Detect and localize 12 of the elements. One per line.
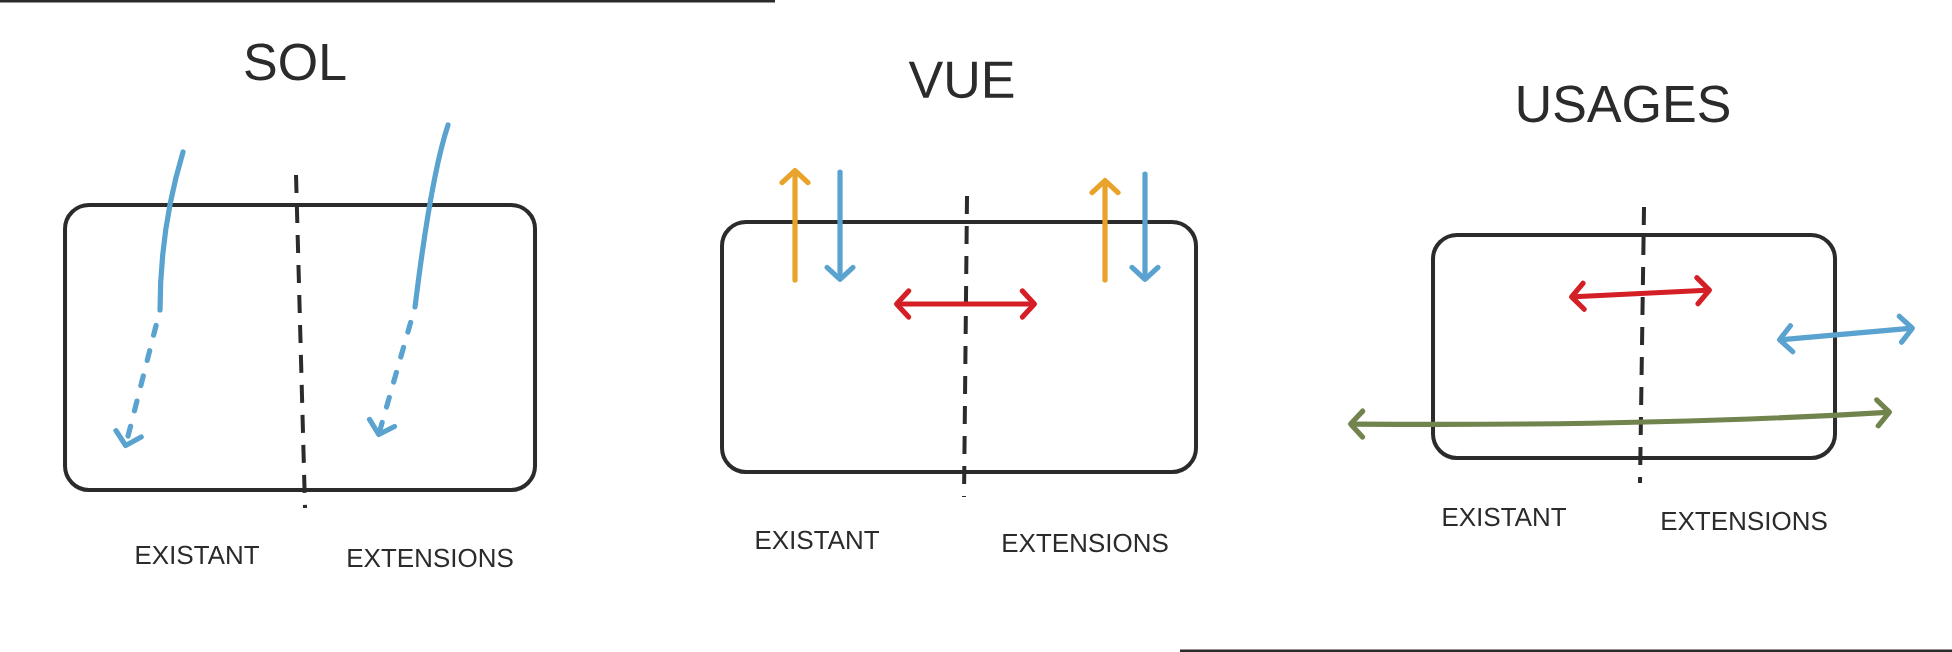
arrow xyxy=(824,169,856,282)
double-arrow xyxy=(1569,275,1712,312)
arrow xyxy=(1089,178,1121,283)
heading: VUE xyxy=(908,61,1014,99)
heading: SOL xyxy=(245,43,346,81)
double-arrow xyxy=(894,288,1037,320)
arrow xyxy=(366,122,451,438)
arrow xyxy=(113,149,186,449)
heading: USAGES xyxy=(1518,85,1729,123)
double-arrow xyxy=(1777,313,1915,355)
arrow xyxy=(779,168,811,283)
arrow xyxy=(1129,171,1161,282)
